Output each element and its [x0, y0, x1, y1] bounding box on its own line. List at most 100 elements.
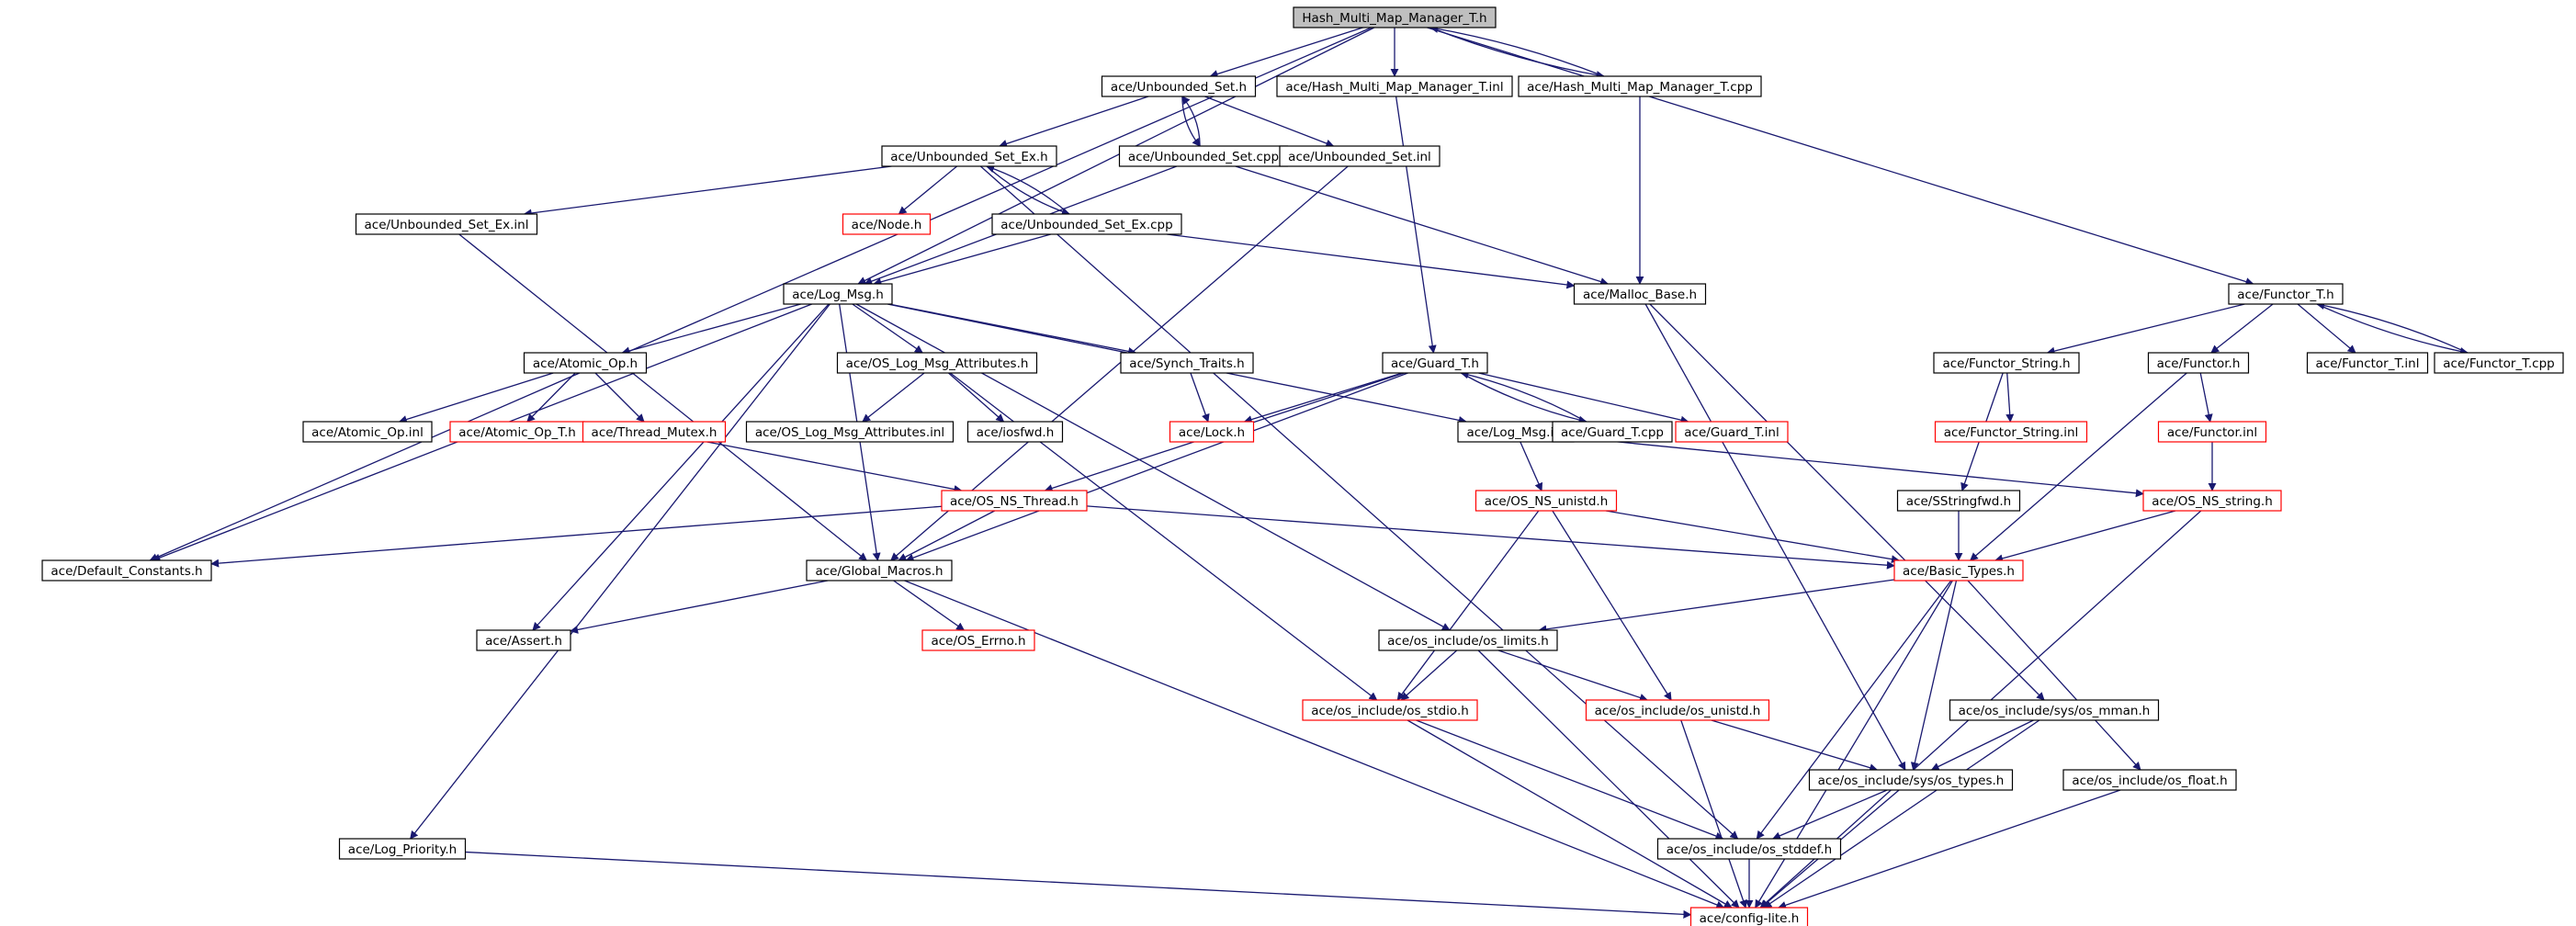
node-root[interactable]: Hash_Multi_Map_Manager_T.h	[1293, 6, 1497, 28]
node-atomic-op-t-h[interactable]: ace/Atomic_Op_T.h	[449, 421, 585, 443]
node-os-mman-h[interactable]: ace/os_include/sys/os_mman.h	[1949, 699, 2160, 721]
edge-log-msg-h-to-log-priority-h	[410, 303, 830, 840]
node-thread-mutex-h[interactable]: ace/Thread_Mutex.h	[582, 421, 727, 443]
node-iosfwd-h[interactable]: ace/iosfwd.h	[966, 421, 1064, 443]
edge-unb-set-ex-h-to-node-h	[898, 165, 958, 215]
edge-root-to-log-msg-h	[857, 27, 1375, 285]
node-label: ace/os_include/os_unistd.h	[1595, 704, 1761, 718]
node-hmmm-inl[interactable]: ace/Hash_Multi_Map_Manager_T.inl	[1276, 75, 1513, 97]
node-os-ns-unistd-h[interactable]: ace/OS_NS_unistd.h	[1474, 490, 1618, 512]
node-label: ace/os_include/os_limits.h	[1387, 634, 1549, 649]
node-unb-set-ex-h[interactable]: ace/Unbounded_Set_Ex.h	[881, 145, 1057, 167]
node-functor-string-inl[interactable]: ace/Functor_String.inl	[1934, 421, 2088, 443]
node-unb-set-ex-inl[interactable]: ace/Unbounded_Set_Ex.inl	[355, 213, 538, 235]
node-functor-string-h[interactable]: ace/Functor_String.h	[1933, 352, 2080, 374]
node-label: ace/Default_Constants.h	[51, 564, 202, 579]
edge-basic-types-h-to-os-limits-h	[1538, 579, 1895, 634]
edge-thread-mutex-h-to-os-ns-thread-h	[706, 441, 963, 493]
edge-os-ns-thread-h-to-default-constants-h	[210, 505, 943, 568]
node-default-constants-h[interactable]: ace/Default_Constants.h	[41, 559, 212, 582]
node-lock-h[interactable]: ace/Lock.h	[1169, 421, 1255, 443]
edge-os-limits-h-to-config-lite-h	[1477, 649, 1740, 909]
node-guard-t-cpp[interactable]: ace/Guard_T.cpp	[1552, 421, 1673, 443]
edge-hmmm-inl-to-guard-t-h	[1395, 96, 1437, 354]
node-box	[1518, 75, 1762, 97]
edge-log-msg-h-to-os-log-msg-attr-h	[852, 303, 923, 354]
node-functor-t-h[interactable]: ace/Functor_T.h	[2228, 283, 2344, 305]
edge-basic-types-h-to-os-stddef-h	[1756, 580, 1952, 840]
edge-hmmm-cpp-to-root	[1429, 24, 1605, 77]
edge-root-to-default-constants-h	[149, 27, 1373, 561]
node-functor-t-cpp[interactable]: ace/Functor_T.cpp	[2434, 352, 2564, 374]
node-box	[1933, 352, 2080, 374]
node-unb-set-cpp[interactable]: ace/Unbounded_Set.cpp	[1118, 145, 1289, 167]
node-label: ace/Atomic_Op.h	[533, 356, 638, 371]
edge-os-limits-h-to-os-stdio-h	[1400, 649, 1458, 701]
node-box	[881, 145, 1057, 167]
edge-unb-set-cpp-to-unb-set-h	[1181, 96, 1201, 147]
node-box	[1293, 6, 1497, 28]
node-label: ace/Assert.h	[485, 634, 562, 649]
node-guard-t-inl[interactable]: ace/Guard_T.inl	[1675, 421, 1789, 443]
node-os-unistd-h[interactable]: ace/os_include/os_unistd.h	[1585, 699, 1770, 721]
edge-functor-h-to-basic-types-h	[1970, 372, 2187, 561]
edge-os-ns-string-h-to-basic-types-h	[1994, 510, 2176, 563]
node-os-float-h[interactable]: ace/os_include/os_float.h	[2062, 769, 2237, 791]
edge-atomic-op-h-to-atomic-op-inl	[398, 372, 554, 423]
edge-functor-h-to-functor-inl	[2199, 372, 2213, 423]
node-os-types-h[interactable]: ace/os_include/sys/os_types.h	[1808, 769, 2014, 791]
node-label: ace/iosfwd.h	[977, 425, 1055, 440]
node-unb-set-h[interactable]: ace/Unbounded_Set.h	[1101, 75, 1257, 97]
edge-log-msg-inl-to-os-ns-unistd-h	[1520, 441, 1543, 491]
node-config-lite-h[interactable]: ace/config-lite.h	[1689, 907, 1809, 926]
node-synch-traits-h[interactable]: ace/Synch_Traits.h	[1120, 352, 1254, 374]
node-os-ns-string-h[interactable]: ace/OS_NS_string.h	[2142, 490, 2282, 512]
node-unb-set-inl[interactable]: ace/Unbounded_Set.inl	[1279, 145, 1441, 167]
edge-guard-t-h-to-lock-h	[1243, 372, 1403, 423]
edge-os-mman-h-to-config-lite-h	[1763, 719, 2040, 909]
node-box	[842, 213, 932, 235]
node-box	[302, 421, 433, 443]
node-node-h[interactable]: ace/Node.h	[842, 213, 932, 235]
edge-guard-t-h-to-guard-t-inl	[1478, 372, 1689, 424]
node-label: ace/Global_Macros.h	[815, 564, 943, 579]
node-box	[783, 283, 893, 305]
node-assert-h[interactable]: ace/Assert.h	[476, 629, 571, 651]
node-label: ace/Atomic_Op_T.h	[458, 425, 576, 440]
node-os-stdio-h[interactable]: ace/os_include/os_stdio.h	[1302, 699, 1478, 721]
node-label: ace/OS_NS_string.h	[2152, 494, 2273, 509]
node-label: ace/Node.h	[852, 218, 922, 232]
node-box	[523, 352, 648, 374]
node-functor-inl[interactable]: ace/Functor.inl	[2157, 421, 2267, 443]
node-os-errno-h[interactable]: ace/OS_Errno.h	[921, 629, 1035, 651]
node-log-msg-inl[interactable]: ace/Log_Msg.inl	[1457, 421, 1575, 443]
edge-os-ns-unistd-h-to-os-unistd-h	[1552, 510, 1672, 701]
node-os-stddef-h[interactable]: ace/os_include/os_stddef.h	[1656, 838, 1842, 860]
node-label: ace/os_include/os_stdio.h	[1311, 704, 1469, 718]
node-label: ace/Hash_Multi_Map_Manager_T.cpp	[1527, 80, 1753, 95]
node-malloc-base-h[interactable]: ace/Malloc_Base.h	[1573, 283, 1707, 305]
node-global-macros-h[interactable]: ace/Global_Macros.h	[806, 559, 953, 582]
node-unb-set-ex-cpp[interactable]: ace/Unbounded_Set_Ex.cpp	[991, 213, 1182, 235]
node-functor-h[interactable]: ace/Functor.h	[2147, 352, 2250, 374]
node-label: ace/Functor_String.inl	[1944, 425, 2079, 440]
node-label: ace/Log_Msg.h	[792, 288, 884, 302]
node-sstringfwd-h[interactable]: ace/SStringfwd.h	[1896, 490, 2021, 512]
node-atomic-op-h[interactable]: ace/Atomic_Op.h	[523, 352, 648, 374]
node-basic-types-h[interactable]: ace/Basic_Types.h	[1893, 559, 2024, 582]
node-os-limits-h[interactable]: ace/os_include/os_limits.h	[1378, 629, 1558, 651]
node-os-log-msg-attr-h[interactable]: ace/OS_Log_Msg_Attributes.h	[836, 352, 1038, 374]
node-box	[1808, 769, 2014, 791]
node-os-log-msg-attr-inl[interactable]: ace/OS_Log_Msg_Attributes.inl	[745, 421, 955, 443]
node-log-msg-h[interactable]: ace/Log_Msg.h	[783, 283, 893, 305]
node-atomic-op-inl[interactable]: ace/Atomic_Op.inl	[302, 421, 433, 443]
edge-basic-types-h-to-os-float-h	[1967, 580, 2141, 771]
node-hmmm-cpp[interactable]: ace/Hash_Multi_Map_Manager_T.cpp	[1518, 75, 1762, 97]
node-box	[1573, 283, 1707, 305]
node-guard-t-h[interactable]: ace/Guard_T.h	[1382, 352, 1488, 374]
node-functor-t-inl[interactable]: ace/Functor_T.inl	[2306, 352, 2429, 374]
node-box	[1474, 490, 1618, 512]
node-log-priority-h[interactable]: ace/Log_Priority.h	[338, 838, 467, 860]
node-os-ns-thread-h[interactable]: ace/OS_NS_Thread.h	[941, 490, 1088, 512]
